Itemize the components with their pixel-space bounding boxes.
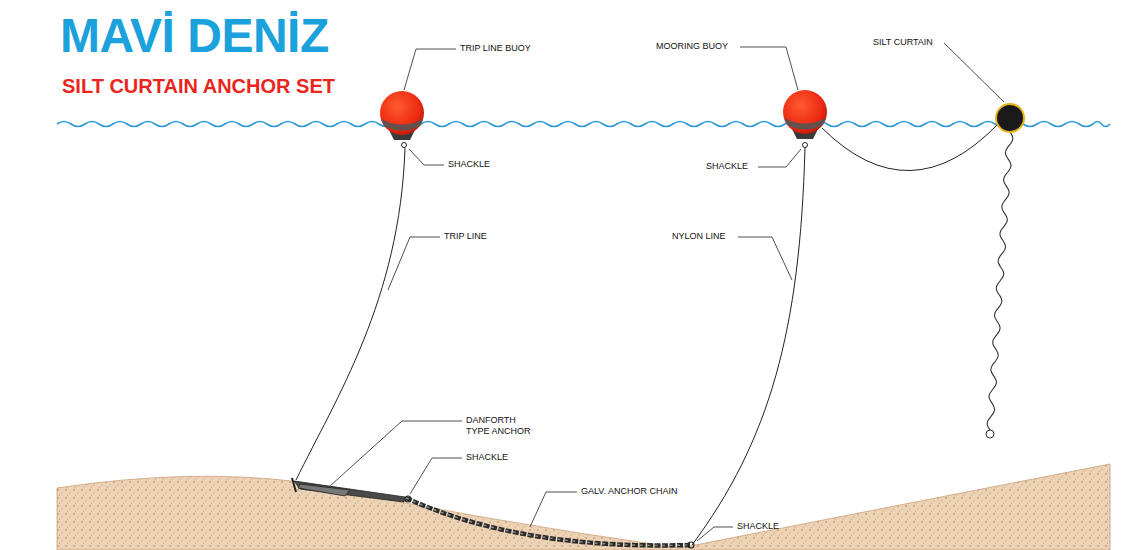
shackle bbox=[688, 542, 694, 548]
callout-label: SHACKLE bbox=[466, 452, 508, 463]
water-surface bbox=[57, 122, 1110, 127]
anchor-chain bbox=[406, 498, 690, 545]
callout-label: DANFORTH TYPE ANCHOR bbox=[466, 415, 538, 437]
callout-label: GALV. ANCHOR CHAIN bbox=[581, 486, 678, 497]
danforth-anchor bbox=[292, 478, 411, 502]
mooring-buoy bbox=[783, 90, 827, 148]
curtain-ring bbox=[986, 430, 994, 438]
title: SILT CURTAIN ANCHOR SET bbox=[62, 74, 335, 98]
callout-label: SILT CURTAIN bbox=[873, 37, 933, 48]
silt-curtain-float bbox=[996, 104, 1024, 132]
callout-label: NYLON LINE bbox=[672, 231, 726, 242]
seabed bbox=[57, 464, 1110, 550]
silt-curtain-skirt bbox=[987, 132, 1013, 430]
callout-label: MOORING BUOY bbox=[656, 41, 728, 52]
callout-label: SHACKLE bbox=[706, 161, 748, 172]
callout-label: TRIP LINE bbox=[444, 231, 487, 242]
chain-links bbox=[406, 498, 690, 545]
trip-line bbox=[296, 148, 405, 480]
leader-lines bbox=[330, 43, 1004, 541]
callout-label: SHACKLE bbox=[737, 521, 779, 532]
trip-line-buoy bbox=[380, 91, 424, 148]
brand-logo: MAVİ DENİZ bbox=[60, 10, 329, 62]
nylon-line bbox=[692, 148, 805, 545]
mooring-line bbox=[822, 124, 998, 171]
callout-label: TRIP LINE BUOY bbox=[460, 43, 531, 54]
callout-label: SHACKLE bbox=[448, 159, 490, 170]
